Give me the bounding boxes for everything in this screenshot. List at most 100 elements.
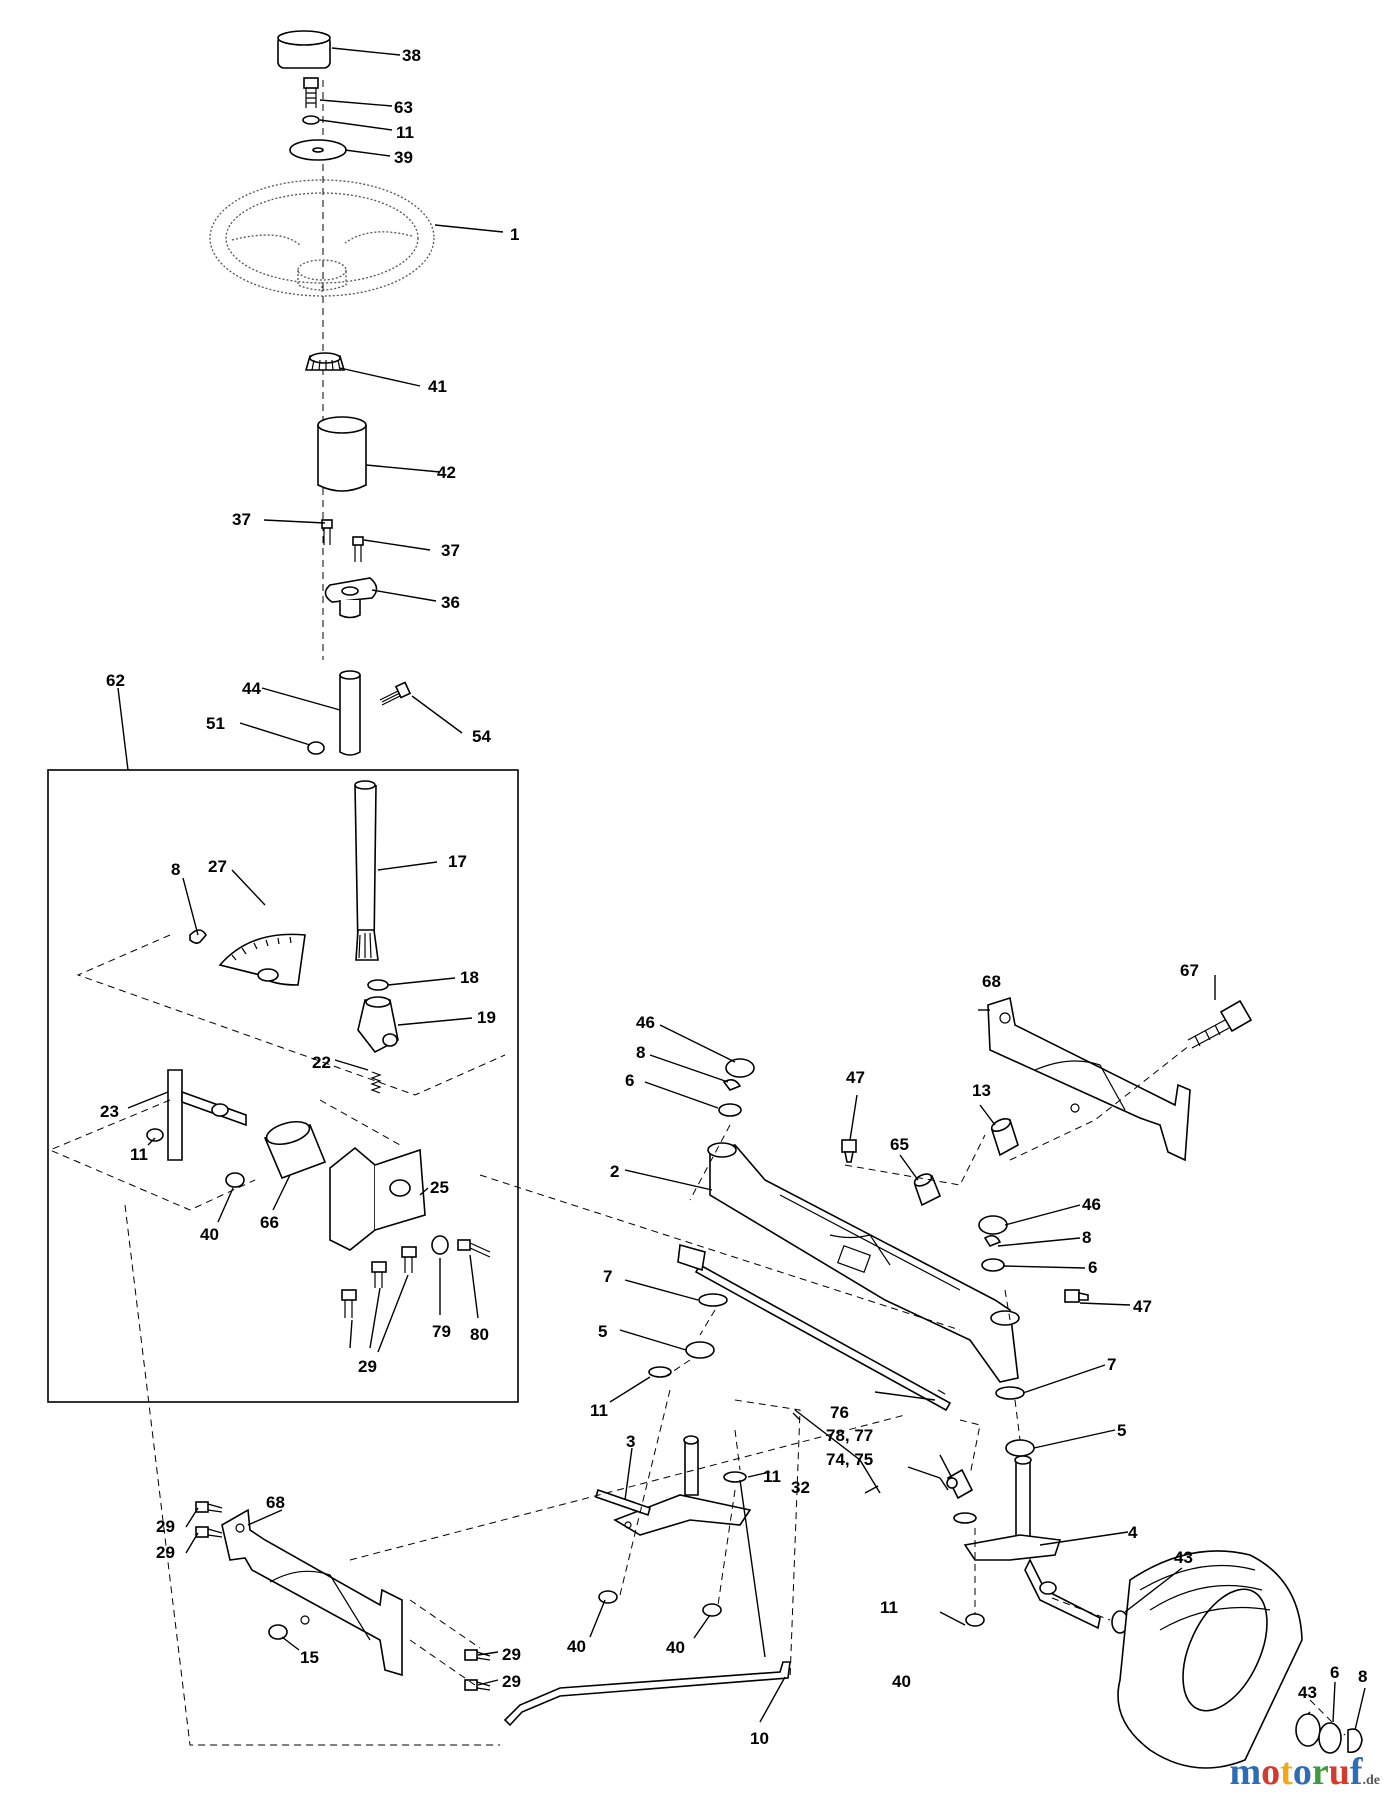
- part-29-bolts-bracket: [195, 1501, 491, 1691]
- part-41-bushing: [304, 352, 346, 371]
- label-7: 7: [603, 1267, 612, 1286]
- label-3: 3: [626, 1432, 635, 1451]
- label-40: 40: [567, 1637, 586, 1656]
- part-6-washer-outer: [1318, 1722, 1342, 1754]
- label-4: 4: [1128, 1523, 1138, 1542]
- label-40: 40: [200, 1225, 219, 1244]
- label-8: 8: [636, 1043, 645, 1062]
- label-25: 25: [430, 1178, 449, 1197]
- part-68-bracket-left: [221, 1508, 403, 1677]
- label-68: 68: [266, 1493, 285, 1512]
- part-11-washer: [302, 115, 320, 125]
- part-42-sleeve: [317, 416, 367, 492]
- part-47-fitting-upper: [841, 1139, 857, 1163]
- part-18-washer: [367, 979, 389, 991]
- part-36-flange: [324, 577, 378, 619]
- part-17-steering-shaft: [354, 780, 379, 961]
- label-36: 36: [441, 593, 460, 612]
- label-1: 1: [510, 225, 519, 244]
- label-22: 22: [312, 1053, 331, 1072]
- label-80: 80: [470, 1325, 489, 1344]
- label-67: 67: [1180, 961, 1199, 980]
- part-38-cap: [277, 30, 331, 69]
- label-66: 66: [260, 1213, 279, 1232]
- part-46-cap-right: [978, 1215, 1008, 1235]
- label-8: 8: [171, 860, 180, 879]
- part-23-pinion-shaft: [167, 1069, 247, 1161]
- label-41: 41: [428, 377, 447, 396]
- part-51-nut: [307, 741, 325, 755]
- part-11-washer-mid: [723, 1471, 747, 1483]
- part-44-shaft: [339, 670, 361, 756]
- kit-62-box: [47, 769, 519, 1403]
- label-37: 37: [441, 541, 460, 560]
- part-15-nut: [268, 1624, 288, 1640]
- label-13: 13: [972, 1081, 991, 1100]
- label-11: 11: [880, 1598, 898, 1617]
- part-40-nut-c: [965, 1613, 985, 1627]
- label-29: 29: [502, 1645, 521, 1664]
- label-78-77: 78, 77: [826, 1426, 873, 1445]
- label-29: 29: [358, 1357, 377, 1376]
- label-11: 11: [763, 1467, 781, 1486]
- part-6-washer-right: [981, 1258, 1005, 1272]
- label-6: 6: [1330, 1663, 1339, 1682]
- part-11-washer-right-spindle: [953, 1512, 977, 1524]
- part-39-washer: [289, 139, 347, 161]
- part-74-78-ball-joint: [946, 1468, 974, 1500]
- part-1-steering-wheel: [209, 179, 435, 297]
- label-46: 46: [636, 1013, 655, 1032]
- label-18: 18: [460, 968, 479, 987]
- part-63-bolt: [303, 77, 319, 108]
- label-8: 8: [1082, 1228, 1091, 1247]
- label-74-75: 74, 75: [826, 1450, 873, 1469]
- label-29: 29: [502, 1672, 521, 1691]
- label-32: 32: [791, 1478, 810, 1497]
- part-67-bolt: [1187, 999, 1253, 1049]
- label-8: 8: [1358, 1667, 1367, 1686]
- label-51: 51: [206, 714, 225, 733]
- part-7-washer-right: [995, 1386, 1025, 1400]
- label-2: 2: [610, 1162, 619, 1181]
- part-40-nut-b: [702, 1603, 722, 1617]
- label-43: 43: [1174, 1548, 1193, 1567]
- part-54-bolt: [379, 681, 412, 706]
- label-42: 42: [437, 463, 456, 482]
- part-7-washer-left: [698, 1293, 728, 1307]
- part-2-front-axle: [707, 1142, 1020, 1383]
- label-63: 63: [394, 98, 413, 117]
- part-11-washer-kit: [146, 1128, 164, 1142]
- leader-lines: [127, 47, 1366, 1731]
- label-6: 6: [1088, 1258, 1097, 1277]
- part-3-spindle-left: [595, 1435, 752, 1536]
- part-40-nut-a: [598, 1590, 618, 1604]
- label-68: 68: [982, 972, 1001, 991]
- part-79-washer: [431, 1235, 449, 1255]
- part-22-spring: [370, 1071, 382, 1094]
- label-11: 11: [130, 1145, 148, 1164]
- part-10-drag-link: [503, 1661, 791, 1727]
- part-29-bolts-kit: [341, 1246, 417, 1318]
- label-29: 29: [156, 1543, 175, 1562]
- label-11: 11: [396, 123, 414, 142]
- part-47-fitting-right: [1064, 1289, 1089, 1303]
- part-43-washer-outer: [1295, 1713, 1321, 1747]
- label-11: 11: [590, 1401, 608, 1420]
- label-46: 46: [1082, 1195, 1101, 1214]
- part-4-spindle-right: [963, 1455, 1101, 1630]
- label-54: 54: [472, 727, 491, 746]
- label-40: 40: [666, 1638, 685, 1657]
- label-29: 29: [156, 1517, 175, 1536]
- part-11-washer-left-spindle: [648, 1366, 672, 1378]
- label-19: 19: [477, 1008, 496, 1027]
- part-8-clip-outer: [1347, 1728, 1363, 1754]
- motoruf-watermark: motoruf.de: [1229, 1751, 1380, 1793]
- part-65-bushing: [913, 1173, 942, 1207]
- label-6: 6: [625, 1071, 634, 1090]
- label-39: 39: [394, 148, 413, 167]
- label-44: 44: [242, 679, 261, 698]
- label-62: 62: [106, 671, 125, 690]
- label-76: 76: [830, 1403, 849, 1422]
- label-47: 47: [1133, 1297, 1152, 1316]
